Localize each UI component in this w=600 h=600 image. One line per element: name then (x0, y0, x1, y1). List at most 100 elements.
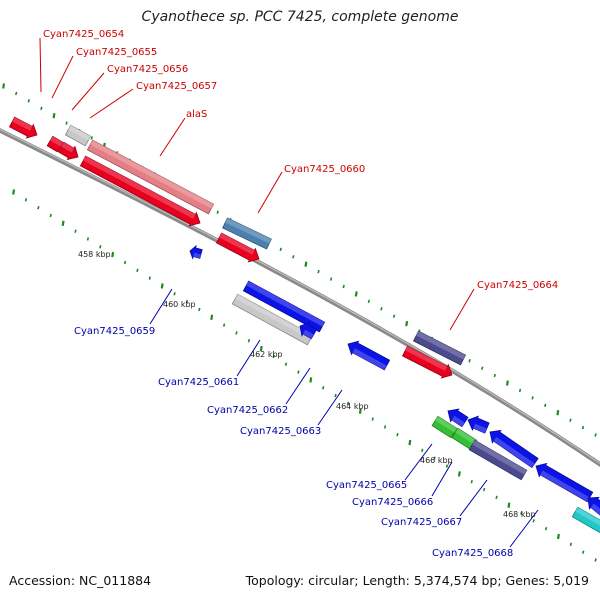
gene-label-g0654[interactable]: Cyan7425_0654 (43, 29, 124, 40)
outer-scale-tick (556, 410, 560, 416)
gene-label-g0655[interactable]: Cyan7425_0655 (76, 47, 157, 58)
gene-label-g0657[interactable]: Cyan7425_0657 (136, 81, 217, 92)
gene-feature-alaS[interactable] (86, 139, 215, 215)
outer-scale-tick (367, 299, 371, 304)
outer-scale-tick (90, 136, 93, 140)
gene-feature-g0662[interactable] (299, 321, 318, 340)
inner-scale-tick (148, 276, 151, 280)
inner-scale-tick (520, 511, 523, 515)
outer-scale-tick (544, 403, 547, 408)
gene-label-g0660[interactable]: Cyan7425_0660 (284, 164, 365, 175)
outer-scale-tick (354, 291, 358, 297)
gene-feature-g0663[interactable] (347, 340, 391, 371)
outer-scale-tick (216, 210, 219, 214)
gene-feature-g0666b[interactable] (489, 429, 539, 469)
gene-label-g0656[interactable]: Cyan7425_0656 (107, 64, 188, 75)
outer-scale-tick (581, 425, 585, 430)
leader-line-g0664 (449, 288, 475, 331)
inner-scale-tick (136, 268, 139, 273)
kbp-label-466: 466 kbp (420, 456, 453, 465)
outer-scale-tick (569, 418, 572, 422)
inner-scale-tick (198, 307, 201, 312)
inner-scale-tick (556, 533, 560, 540)
leader-line-g0668 (509, 509, 539, 548)
gene-feature-g0664b[interactable] (401, 345, 453, 379)
gene-label-g0667[interactable]: Cyan7425_0667 (381, 517, 462, 528)
gene-label-g0668[interactable]: Cyan7425_0668 (432, 548, 513, 559)
outer-scale-tick (468, 359, 471, 363)
gene-feature-g0661b[interactable] (231, 293, 314, 346)
gene-feature-g0654[interactable] (8, 116, 38, 139)
kbp-label-462: 462 kbp (250, 350, 283, 359)
kbp-label-460: 460 kbp (163, 300, 196, 309)
inner-scale-tick (495, 495, 498, 500)
outer-scale-tick (481, 366, 484, 370)
gene-label-g0665[interactable]: Cyan7425_0665 (326, 480, 407, 491)
gene-feature-g0656[interactable] (57, 141, 79, 161)
inner-scale-tick (259, 345, 263, 352)
gene-label-g0659[interactable]: Cyan7425_0659 (74, 326, 155, 337)
gene-label-g0662[interactable]: Cyan7425_0662 (207, 405, 288, 416)
outer-scale-tick (292, 255, 295, 259)
leader-line-g0659 (149, 288, 173, 325)
gene-feature-g0657[interactable] (64, 124, 92, 147)
outer-scale-tick (518, 388, 522, 393)
gene-feature-g0668[interactable] (571, 506, 600, 537)
outer-scale-tick (2, 83, 6, 89)
leader-line-g0661 (236, 339, 261, 377)
tick-marks (2, 83, 597, 562)
inner-scale-tick (12, 189, 16, 195)
leader-line-g0663 (317, 389, 343, 426)
outer-scale-tick (531, 396, 534, 400)
leader-line-g0657 (89, 88, 134, 119)
gene-label-g0663[interactable]: Cyan7425_0663 (240, 426, 321, 437)
gene-label-alaS[interactable]: alaS (186, 109, 207, 120)
inner-scale-tick (49, 213, 52, 218)
gene-label-g0664[interactable]: Cyan7425_0664 (477, 280, 558, 291)
inner-scale-tick (544, 526, 548, 531)
gene-feature-g0667c[interactable] (587, 496, 600, 516)
inner-scale-tick (457, 471, 461, 477)
outer-scale-tick (342, 284, 345, 289)
gene-feature-g0660b[interactable] (215, 232, 260, 263)
gene-feature-g0655[interactable] (46, 135, 64, 153)
gene-feature-g0665[interactable] (447, 408, 469, 428)
kbp-label-468: 468 kbp (503, 510, 536, 519)
leader-line-alaS (159, 117, 186, 157)
gene-feature-g0664[interactable] (412, 330, 467, 366)
inner-scale-tick (371, 417, 374, 421)
gene-feature-g0660[interactable] (222, 217, 272, 250)
inner-scale-tick (111, 251, 115, 258)
inner-scale-tick (309, 377, 313, 383)
inner-scale-tick (594, 558, 597, 562)
kbp-label-458: 458 kbp (78, 250, 111, 259)
inner-scale-tick (396, 433, 399, 437)
gene-feature-g0661[interactable] (242, 280, 326, 333)
outer-scale-tick (392, 314, 396, 318)
outer-scale-tick (405, 320, 409, 327)
inner-scale-tick (123, 260, 127, 265)
gene-feature-g0658[interactable] (79, 155, 201, 227)
inner-scale-tick (37, 205, 40, 210)
gene-feature-g0666[interactable] (467, 415, 490, 434)
inner-scale-tick (284, 362, 288, 366)
gene-label-g0666[interactable]: Cyan7425_0666 (352, 497, 433, 508)
gene-feature-g0665b[interactable] (431, 415, 458, 439)
inner-scale-tick (86, 237, 90, 241)
gene-feature-g0667[interactable] (468, 439, 528, 481)
outer-scale-tick (493, 373, 497, 378)
inner-scale-tick (582, 550, 585, 554)
leader-line-g0655 (51, 55, 74, 99)
outer-scale-tick (27, 99, 30, 103)
inner-scale-tick (210, 314, 214, 320)
gene-features (8, 116, 600, 537)
accession-text: Accession: NC_011884 (9, 573, 152, 588)
inner-scale-tick (222, 323, 226, 327)
genome-backbone (0, 127, 600, 468)
gene-feature-g0659[interactable] (189, 244, 203, 260)
inner-scale-tick (235, 331, 238, 335)
gene-feature-g0667b[interactable] (535, 462, 594, 503)
gene-label-g0661[interactable]: Cyan7425_0661 (158, 377, 239, 388)
leader-line-g0662 (285, 367, 311, 405)
